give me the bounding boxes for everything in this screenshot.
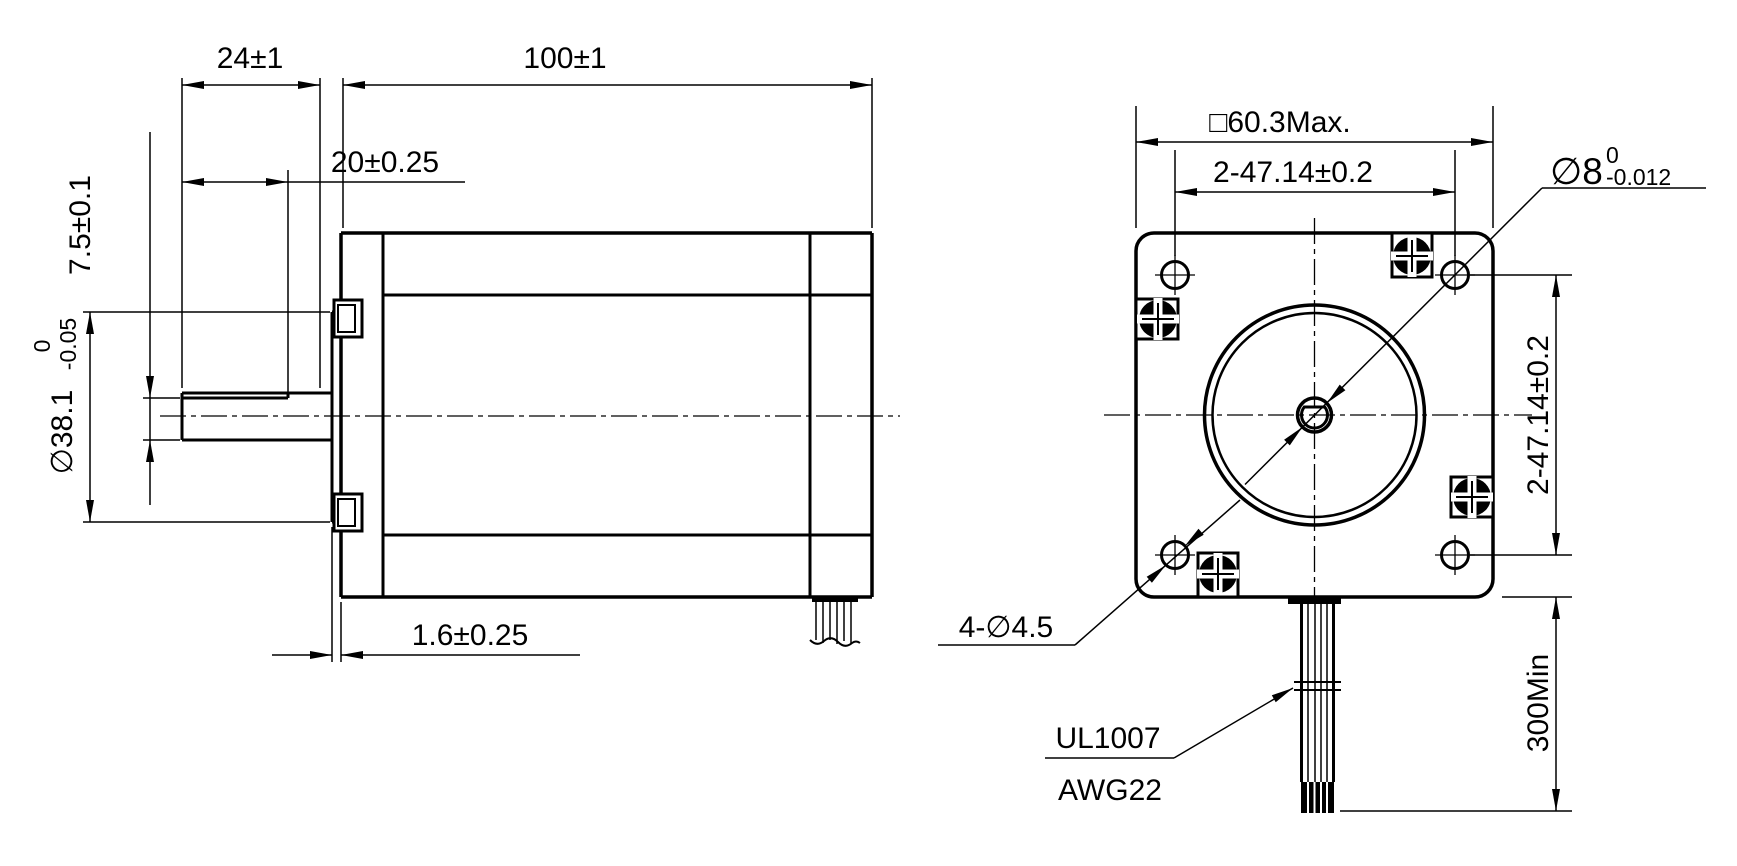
arrowhead-right (1433, 188, 1455, 196)
phillips-screw-icon (1197, 553, 1239, 595)
leader-shaft-diameter: ∅8 0 -0.012 (1244, 142, 1706, 486)
dim-text-hole-spacing-h: 2-47.14±0.2 (1213, 156, 1373, 189)
arrowhead-up (146, 440, 154, 462)
leader-diagonal (1173, 687, 1294, 759)
dim-text-pilot-height: 1.6±0.25 (412, 619, 529, 652)
side-view: 24±1 100±1 20±0.25 7.5±0.1 (29, 42, 900, 662)
arrowhead-left (341, 651, 363, 659)
dim-text-shaft-extension: 24±1 (217, 42, 284, 75)
lead-wires-side (809, 597, 861, 647)
pilot-circle-outer (1202, 303, 1427, 527)
arrowhead-up (1552, 597, 1560, 619)
screw-head-side-top-detail (337, 304, 356, 333)
dim-text-flat-height: 7.5±0.1 (64, 175, 97, 275)
phillips-screw-icon (1451, 476, 1493, 518)
shaft-flat-circle (1300, 405, 1329, 430)
text-lead-wire-type: UL1007 (1055, 722, 1160, 755)
pilot-circle-inner (1211, 311, 1418, 519)
wire-collar (1288, 596, 1341, 604)
arrowhead-right (850, 81, 872, 89)
mounting-hole (1435, 535, 1475, 575)
arrowhead-down (86, 500, 94, 522)
dim-text-shaft-tol-upper: 0 (1606, 142, 1619, 168)
leader-mounting-holes: 4-∅4.5 (938, 499, 1241, 646)
arrowhead-down (1552, 533, 1560, 555)
arrowhead-up (1552, 275, 1560, 297)
wire-exit-collar (812, 597, 858, 602)
dim-text-pilot-diameter: ∅38.1 (46, 390, 79, 475)
arrowhead-right (310, 651, 332, 659)
flange-screws-side (332, 298, 364, 533)
dim-text-lead-length: 300Min (1522, 654, 1555, 752)
mounting-hole (1155, 255, 1195, 295)
dim-text-mounting-holes: 4-∅4.5 (959, 611, 1054, 644)
arrowhead-left (182, 81, 204, 89)
dim-hole-spacing-vertical: 2-47.14±0.2 (1470, 274, 1572, 556)
lead-wire-bundle (1288, 596, 1341, 813)
arrowhead-down (1552, 789, 1560, 811)
wire-end-block (1301, 782, 1334, 813)
phillips-screw-icon (1137, 298, 1179, 340)
dim-text-frame-size: □60.3Max. (1209, 106, 1351, 139)
text-lead-wire-gauge: AWG22 (1058, 774, 1162, 807)
dim-pilot-height: 1.6±0.25 (272, 527, 580, 662)
arrowhead-right (1471, 138, 1493, 146)
arrowhead-to-hole-upper (1184, 528, 1204, 547)
dim-pilot-diameter: ∅38.1 0 -0.05 (29, 311, 330, 523)
dim-frame-size: □60.3Max. (1135, 106, 1494, 228)
arrowhead-to-wire (1271, 688, 1293, 703)
arrowhead-left (1136, 138, 1158, 146)
leader-lead-wire-spec: UL1007 AWG22 (1045, 687, 1294, 807)
dim-text-shaft-tol-lower: -0.012 (1606, 164, 1671, 190)
wire-ends-squiggle (809, 637, 861, 647)
screw-head-side-bottom-detail (337, 498, 356, 527)
arrowhead-to-shaft-upper (1327, 384, 1346, 403)
dim-text-pilot-tol-lower: -0.05 (55, 318, 81, 370)
front-view: □60.3Max. 2-47.14±0.2 2-47.14±0.2 (938, 106, 1706, 813)
arrowhead-right (298, 81, 320, 89)
arrowhead-left (1175, 188, 1197, 196)
arrowhead-right (266, 178, 288, 186)
dim-lead-length: 300Min (1340, 596, 1572, 812)
dim-text-flat-length: 20±0.25 (331, 146, 439, 179)
dim-text-body-length: 100±1 (523, 42, 606, 75)
shaft-side (180, 391, 332, 442)
mounting-hole (1155, 535, 1195, 575)
dim-shaft-extension: 24±1 (181, 42, 321, 388)
arrowhead-to-hole-lower (1146, 565, 1166, 583)
dim-text-hole-spacing-v: 2-47.14±0.2 (1522, 335, 1555, 495)
arrowhead-to-shaft-lower (1284, 427, 1303, 446)
arrowhead-left (182, 178, 204, 186)
dim-text-pilot-tol-upper: 0 (29, 340, 55, 353)
dim-text-shaft-diameter: ∅8 (1550, 151, 1603, 192)
shaft-circle (1295, 396, 1334, 434)
phillips-screw-icon (1391, 235, 1433, 277)
assembly-screws (1137, 235, 1493, 595)
arrowhead-left (343, 81, 365, 89)
motor-body-side (339, 231, 874, 599)
dim-body-length: 100±1 (342, 42, 873, 228)
dim-hole-spacing-horizontal: 2-47.14±0.2 (1174, 150, 1456, 256)
dim-shaft-flat-length: 20±0.25 (182, 146, 465, 392)
arrowhead-down (146, 376, 154, 398)
dim-shaft-flat-height: 7.5±0.1 (64, 132, 180, 505)
arrowhead-up (86, 312, 94, 334)
